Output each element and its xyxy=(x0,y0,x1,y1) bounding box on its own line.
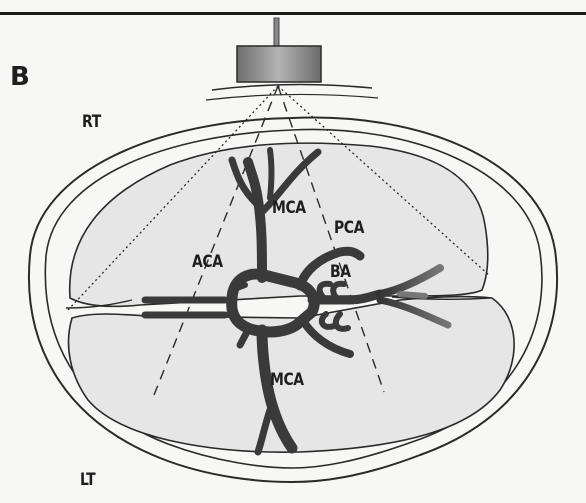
scalp-line-2 xyxy=(206,94,378,100)
label-ba: BA xyxy=(330,262,351,282)
probe-cable xyxy=(274,18,279,46)
mca-upper-branch-3 xyxy=(270,150,272,198)
scalp-line-1 xyxy=(212,84,372,90)
label-mca-upper: MCA xyxy=(272,198,306,218)
top-rule xyxy=(0,12,586,15)
ultrasound-probe xyxy=(237,46,321,82)
panel-label: B xyxy=(10,62,29,92)
label-left-side: LT xyxy=(80,470,95,490)
label-mca-lower: MCA xyxy=(270,370,304,390)
label-aca: ACA xyxy=(192,252,223,272)
label-pca: PCA xyxy=(334,218,364,238)
label-right-side: RT xyxy=(82,112,101,132)
basilar-end xyxy=(400,294,425,296)
